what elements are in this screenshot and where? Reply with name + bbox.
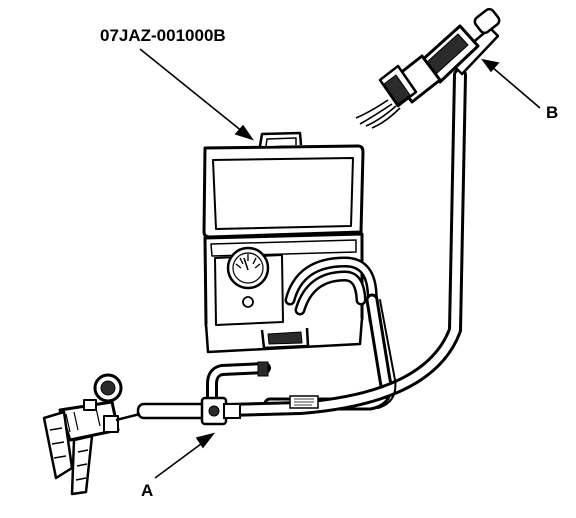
part-number-label: 07JAZ-001000B bbox=[100, 26, 226, 45]
leader-a bbox=[154, 432, 216, 479]
callout-a-label: A bbox=[141, 481, 153, 500]
tester-case bbox=[202, 131, 365, 354]
pressure-gauge-icon bbox=[226, 246, 270, 308]
wire-harness bbox=[355, 99, 401, 129]
callout-b-label: B bbox=[546, 103, 558, 122]
connector-b bbox=[378, 7, 501, 108]
hand-pump-icon bbox=[42, 373, 141, 496]
hose-to-tee bbox=[206, 361, 271, 410]
tee-fitting-a bbox=[136, 396, 241, 426]
leader-part-number bbox=[139, 48, 254, 141]
tester-hose-coil bbox=[284, 256, 380, 326]
leader-b bbox=[481, 58, 541, 109]
hose-band bbox=[289, 395, 319, 409]
